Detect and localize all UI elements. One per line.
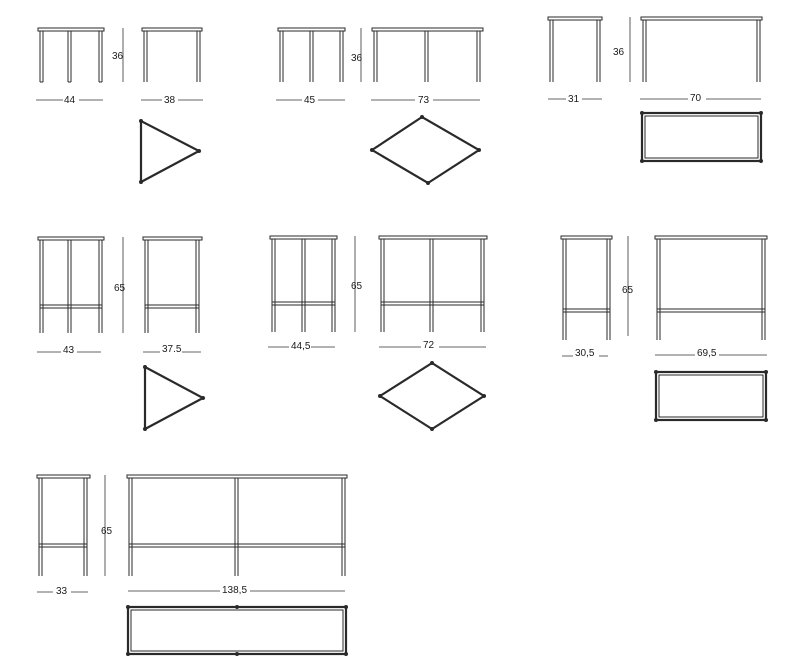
width-label: 43 [63,345,75,356]
width-label: 72 [423,340,435,351]
rect-low-plan-view [640,111,763,163]
width-label: 30,5 [575,348,595,359]
height-label: 36 [112,51,124,62]
sq-high-side-view [378,235,488,332]
height-label: 65 [101,526,113,537]
width-label: 44 [64,95,76,106]
height-label: 36 [351,53,363,64]
rect-low-side-view [640,16,763,82]
width-label: 70 [690,93,702,104]
product-sq-low: 36 45 73 [276,27,484,185]
tri-low-front-view [37,27,105,83]
height-label: 65 [622,285,634,296]
width-label: 45 [304,95,316,106]
rect-high-front-view [560,235,613,340]
product-rect-low: 36 31 70 [547,16,763,163]
width-label: 44,5 [291,341,311,352]
product-rect-high: 65 30,5 69,5 [560,235,768,422]
height-label: 36 [613,47,625,58]
width-label: 33 [56,586,68,597]
product-sq-high: 65 44,5 72 [268,235,488,431]
height-label: 65 [114,283,126,294]
sq-low-side-view [371,27,484,82]
bench-high-front-view [36,474,91,576]
product-tri-low: 36 44 38 [36,27,203,184]
rect-low-front-view [547,16,603,82]
product-bench-high: 65 33 138,5 [36,474,348,656]
tri-high-plan-view [143,365,206,431]
bench-high-side-view [126,474,348,576]
product-tri-high: 65 43 37.5 [37,236,206,431]
width-label: 69,5 [697,348,717,359]
width-label: 31 [568,94,580,105]
bench-high-plan-view [126,605,348,656]
height-label: 65 [351,281,363,292]
sq-high-front-view [269,235,338,332]
sq-low-plan-view [369,115,482,185]
sq-low-front-view [277,27,346,82]
tri-high-front-view [37,236,105,333]
tri-low-side-view [141,27,203,82]
width-label: 37.5 [162,344,182,355]
width-label: 138,5 [222,585,247,596]
tri-low-plan-view [139,119,202,184]
width-label: 38 [164,95,176,106]
width-label: 73 [418,95,430,106]
sq-high-plan-view [377,361,487,431]
rect-high-plan-view [654,370,768,422]
rect-high-side-view [654,235,768,340]
tri-high-side-view [142,236,203,333]
